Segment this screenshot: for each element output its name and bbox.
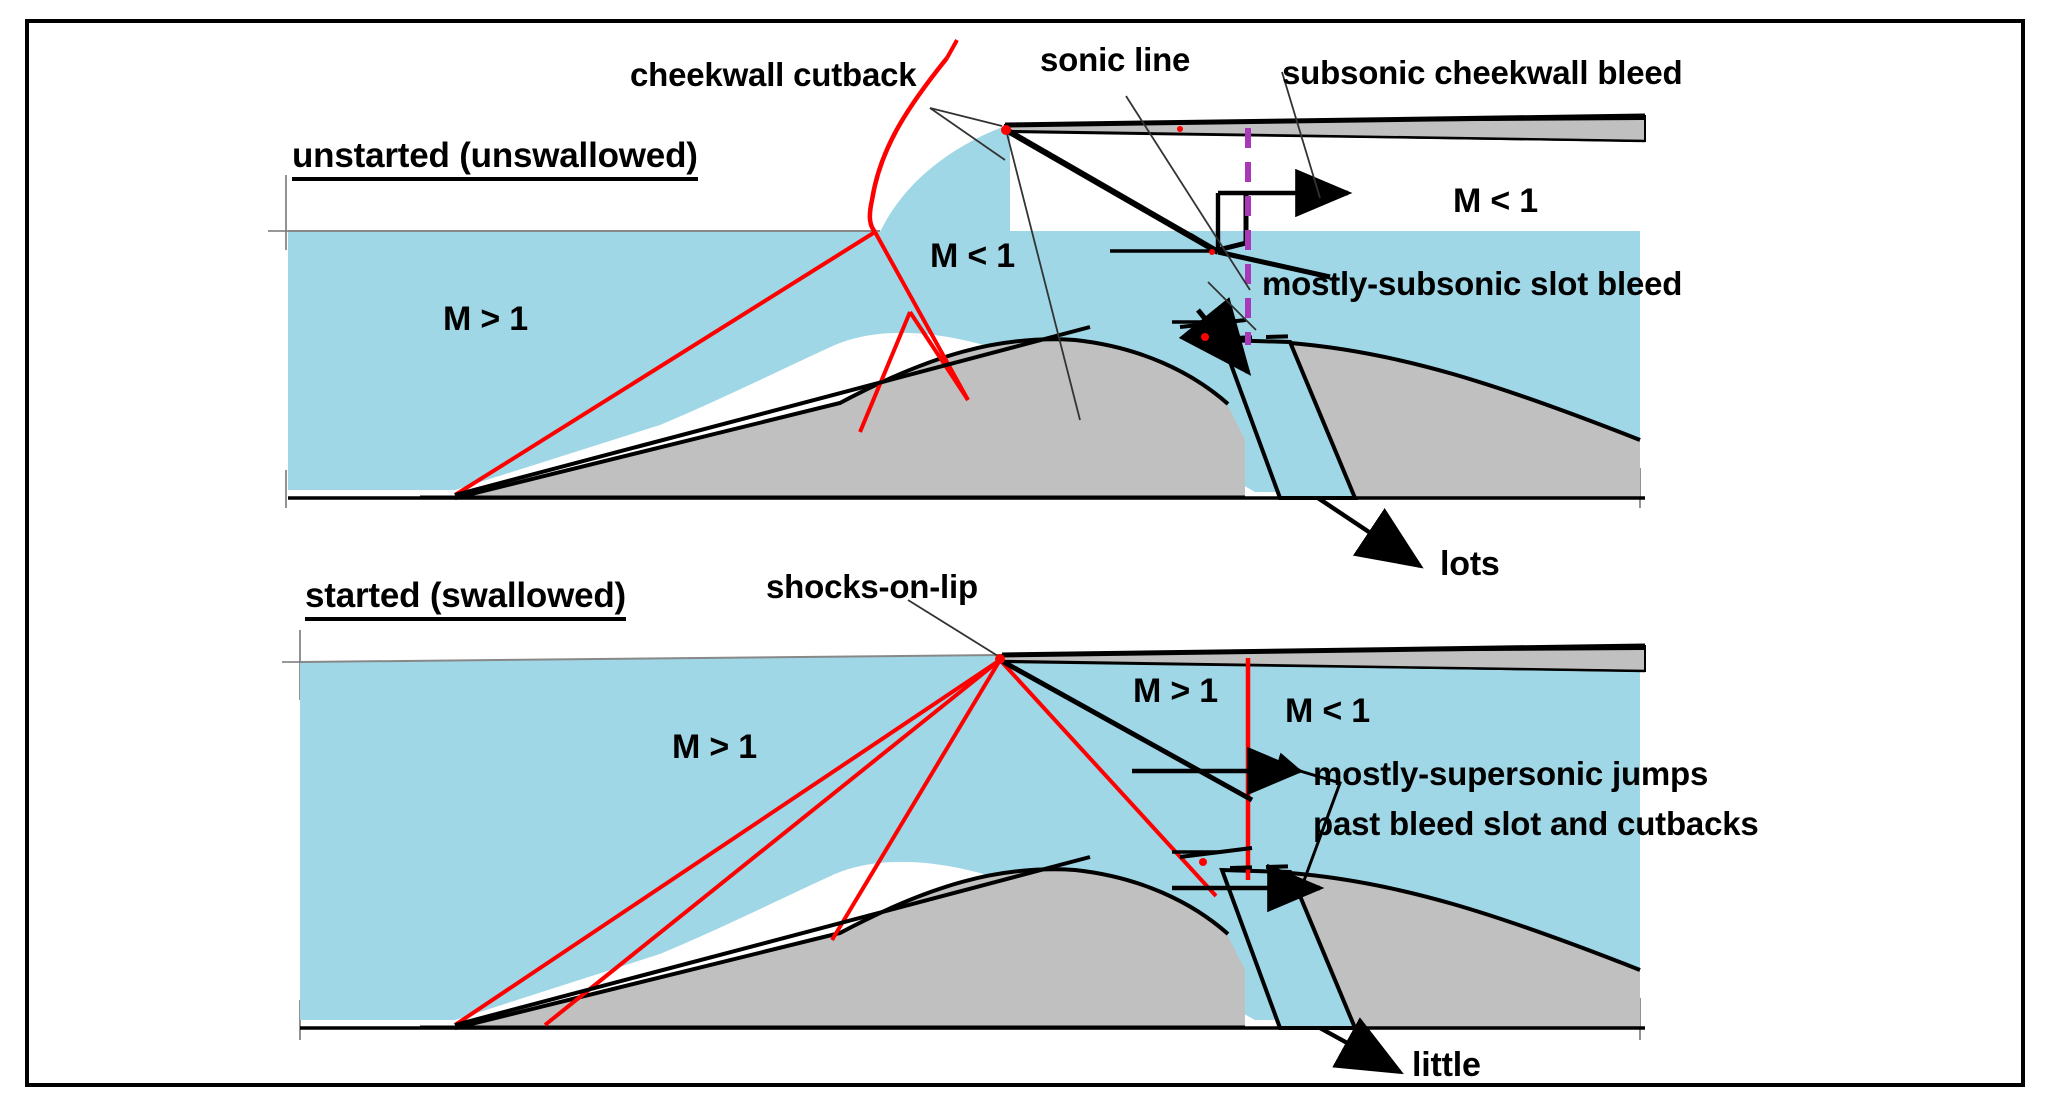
callout-mostly-subsonic-slot-bleed: mostly-subsonic slot bleed (1262, 265, 1683, 302)
mach-label-upstream-unstarted: M > 1 (443, 300, 528, 338)
mach-label-upstream-started: M > 1 (672, 728, 757, 766)
mach-label-downstream-started: M < 1 (1285, 692, 1370, 730)
bleed-amount-little: little (1412, 1046, 1481, 1084)
panel-title-unstarted: unstarted (unswallowed) (292, 136, 698, 182)
mach-label-throat-started: M > 1 (1133, 672, 1218, 710)
callout-mostly-supersonic-jumps-line1: mostly-supersonic jumps (1313, 755, 1709, 792)
bleed-amount-lots: lots (1440, 545, 1500, 583)
callout-subsonic-cheekwall-bleed: subsonic cheekwall bleed (1282, 54, 1683, 91)
mach-label-throat-unstarted: M < 1 (930, 237, 1015, 275)
mach-label-downstream-unstarted: M < 1 (1453, 182, 1538, 220)
callout-mostly-supersonic-jumps-line2: past bleed slot and cutbacks (1313, 805, 1759, 842)
panel-title-started: started (swallowed) (305, 576, 626, 622)
callout-sonic-line: sonic line (1040, 41, 1191, 78)
callout-cheekwall-cutback: cheekwall cutback (630, 56, 917, 93)
callout-shocks-on-lip: shocks-on-lip (766, 568, 978, 605)
